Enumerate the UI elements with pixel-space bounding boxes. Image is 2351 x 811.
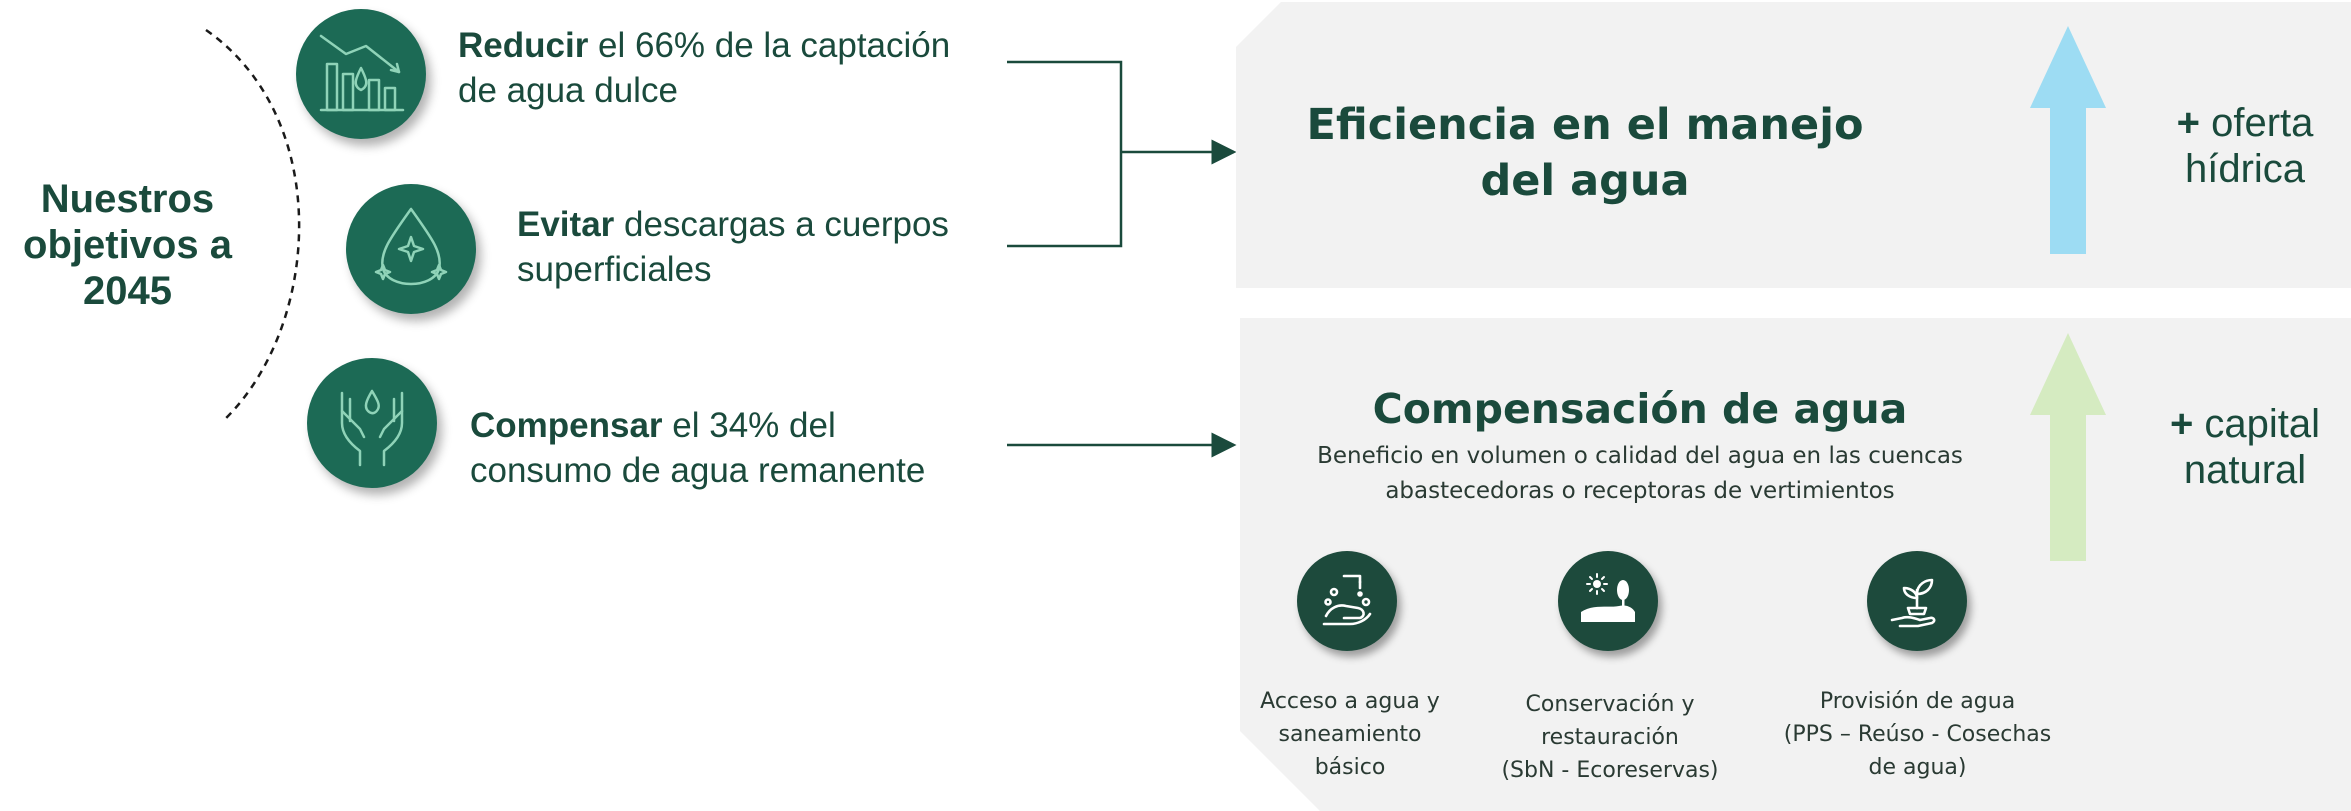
outcome-top-line2: hídrica: [2184, 147, 2306, 191]
outcome-bottom-line2: natural: [2183, 448, 2307, 492]
action-access-label: Acceso a agua y saneamiento básico: [1230, 685, 1470, 784]
outcome-top-line1: oferta: [2199, 101, 2314, 145]
action-access-line3: básico: [1314, 755, 1386, 780]
goal-reduce-bold: Reducir: [458, 26, 589, 65]
hand-plant-icon: [1890, 578, 1936, 628]
goal-reduce-circle: [296, 9, 426, 139]
goal-compensate-rest: el 34% del: [662, 406, 836, 445]
action-access-line1: Acceso a agua y: [1260, 689, 1440, 714]
action-conservation-label: Conservación y restauración (SbN - Ecore…: [1485, 688, 1735, 787]
goal-avoid-line2: superficiales: [517, 250, 712, 289]
efficiency-line2: del agua: [1480, 156, 1690, 206]
action-conservation-line2: restauración: [1541, 725, 1679, 750]
goal-avoid-rest: descargas a cuerpos: [614, 205, 949, 244]
efficiency-title: Eficiencia en el manejo del agua: [1300, 97, 1870, 209]
hands-water-drop-icon: [340, 389, 404, 467]
outcome-bottom-line1: capital: [2193, 402, 2321, 446]
goal-reduce-line2: de agua dulce: [458, 71, 678, 110]
title-line-2: objetivos a: [23, 223, 232, 267]
goal-avoid-bold: Evitar: [517, 205, 615, 244]
compensation-sub-line2: abastecedoras o receptoras de vertimient…: [1385, 478, 1895, 504]
objectives-title: Nuestros objetivos a 2045: [0, 176, 255, 314]
action-conservation-circle: [1558, 551, 1658, 651]
goal-compensate-circle: [307, 358, 437, 488]
compensation-sub-line1: Beneficio en volumen o calidad del agua …: [1317, 443, 1963, 469]
action-provision-circle: [1867, 551, 1967, 651]
handwashing-icon: [1322, 574, 1372, 626]
clean-water-drop-icon: [374, 207, 448, 286]
goal-compensate-line2: consumo de agua remanente: [470, 451, 926, 490]
outcome-water-supply: + oferta hídrica: [2140, 100, 2350, 192]
landscape-tree-icon: [1581, 573, 1635, 622]
action-provision-line3: de agua): [1868, 755, 1967, 780]
action-conservation-line3: (SbN - Ecoreservas): [1501, 758, 1719, 783]
action-access-circle: [1297, 551, 1397, 651]
action-conservation-line1: Conservación y: [1525, 692, 1695, 717]
goal-reduce-rest: el 66% de la captación: [588, 26, 951, 65]
action-provision-line1: Provisión de agua: [1819, 689, 2016, 714]
outcome-top-plus: +: [2176, 101, 2200, 145]
title-line-3: 2045: [83, 269, 172, 313]
title-line-1: Nuestros: [40, 177, 215, 221]
green-up-arrow: [2030, 333, 2106, 561]
water-reduction-chart-icon: [319, 34, 405, 112]
action-provision-line2: (PPS – Reúso - Cosechas: [1783, 722, 2052, 747]
action-provision-label: Provisión de agua (PPS – Reúso - Cosecha…: [1770, 685, 2065, 784]
goal-compensate-text: Compensar el 34% del consumo de agua rem…: [470, 403, 925, 493]
outcome-natural-capital: + capital natural: [2140, 401, 2350, 493]
action-access-line2: saneamiento: [1278, 722, 1422, 747]
blue-up-arrow: [2030, 26, 2106, 254]
efficiency-line1: Eficiencia en el manejo: [1306, 100, 1864, 150]
goal-compensate-bold: Compensar: [470, 406, 663, 445]
goal-avoid-circle: [346, 184, 476, 314]
compensation-title: Compensación de agua: [1372, 385, 1908, 433]
goal-avoid-text: Evitar descargas a cuerpos superficiales: [517, 202, 949, 292]
dashed-arc: [205, 28, 301, 423]
outcome-bottom-plus: +: [2169, 402, 2194, 446]
compensation-subtitle: Beneficio en volumen o calidad del agua …: [1250, 439, 2030, 509]
goal-reduce-text: Reducir el 66% de la captación de agua d…: [458, 23, 950, 113]
